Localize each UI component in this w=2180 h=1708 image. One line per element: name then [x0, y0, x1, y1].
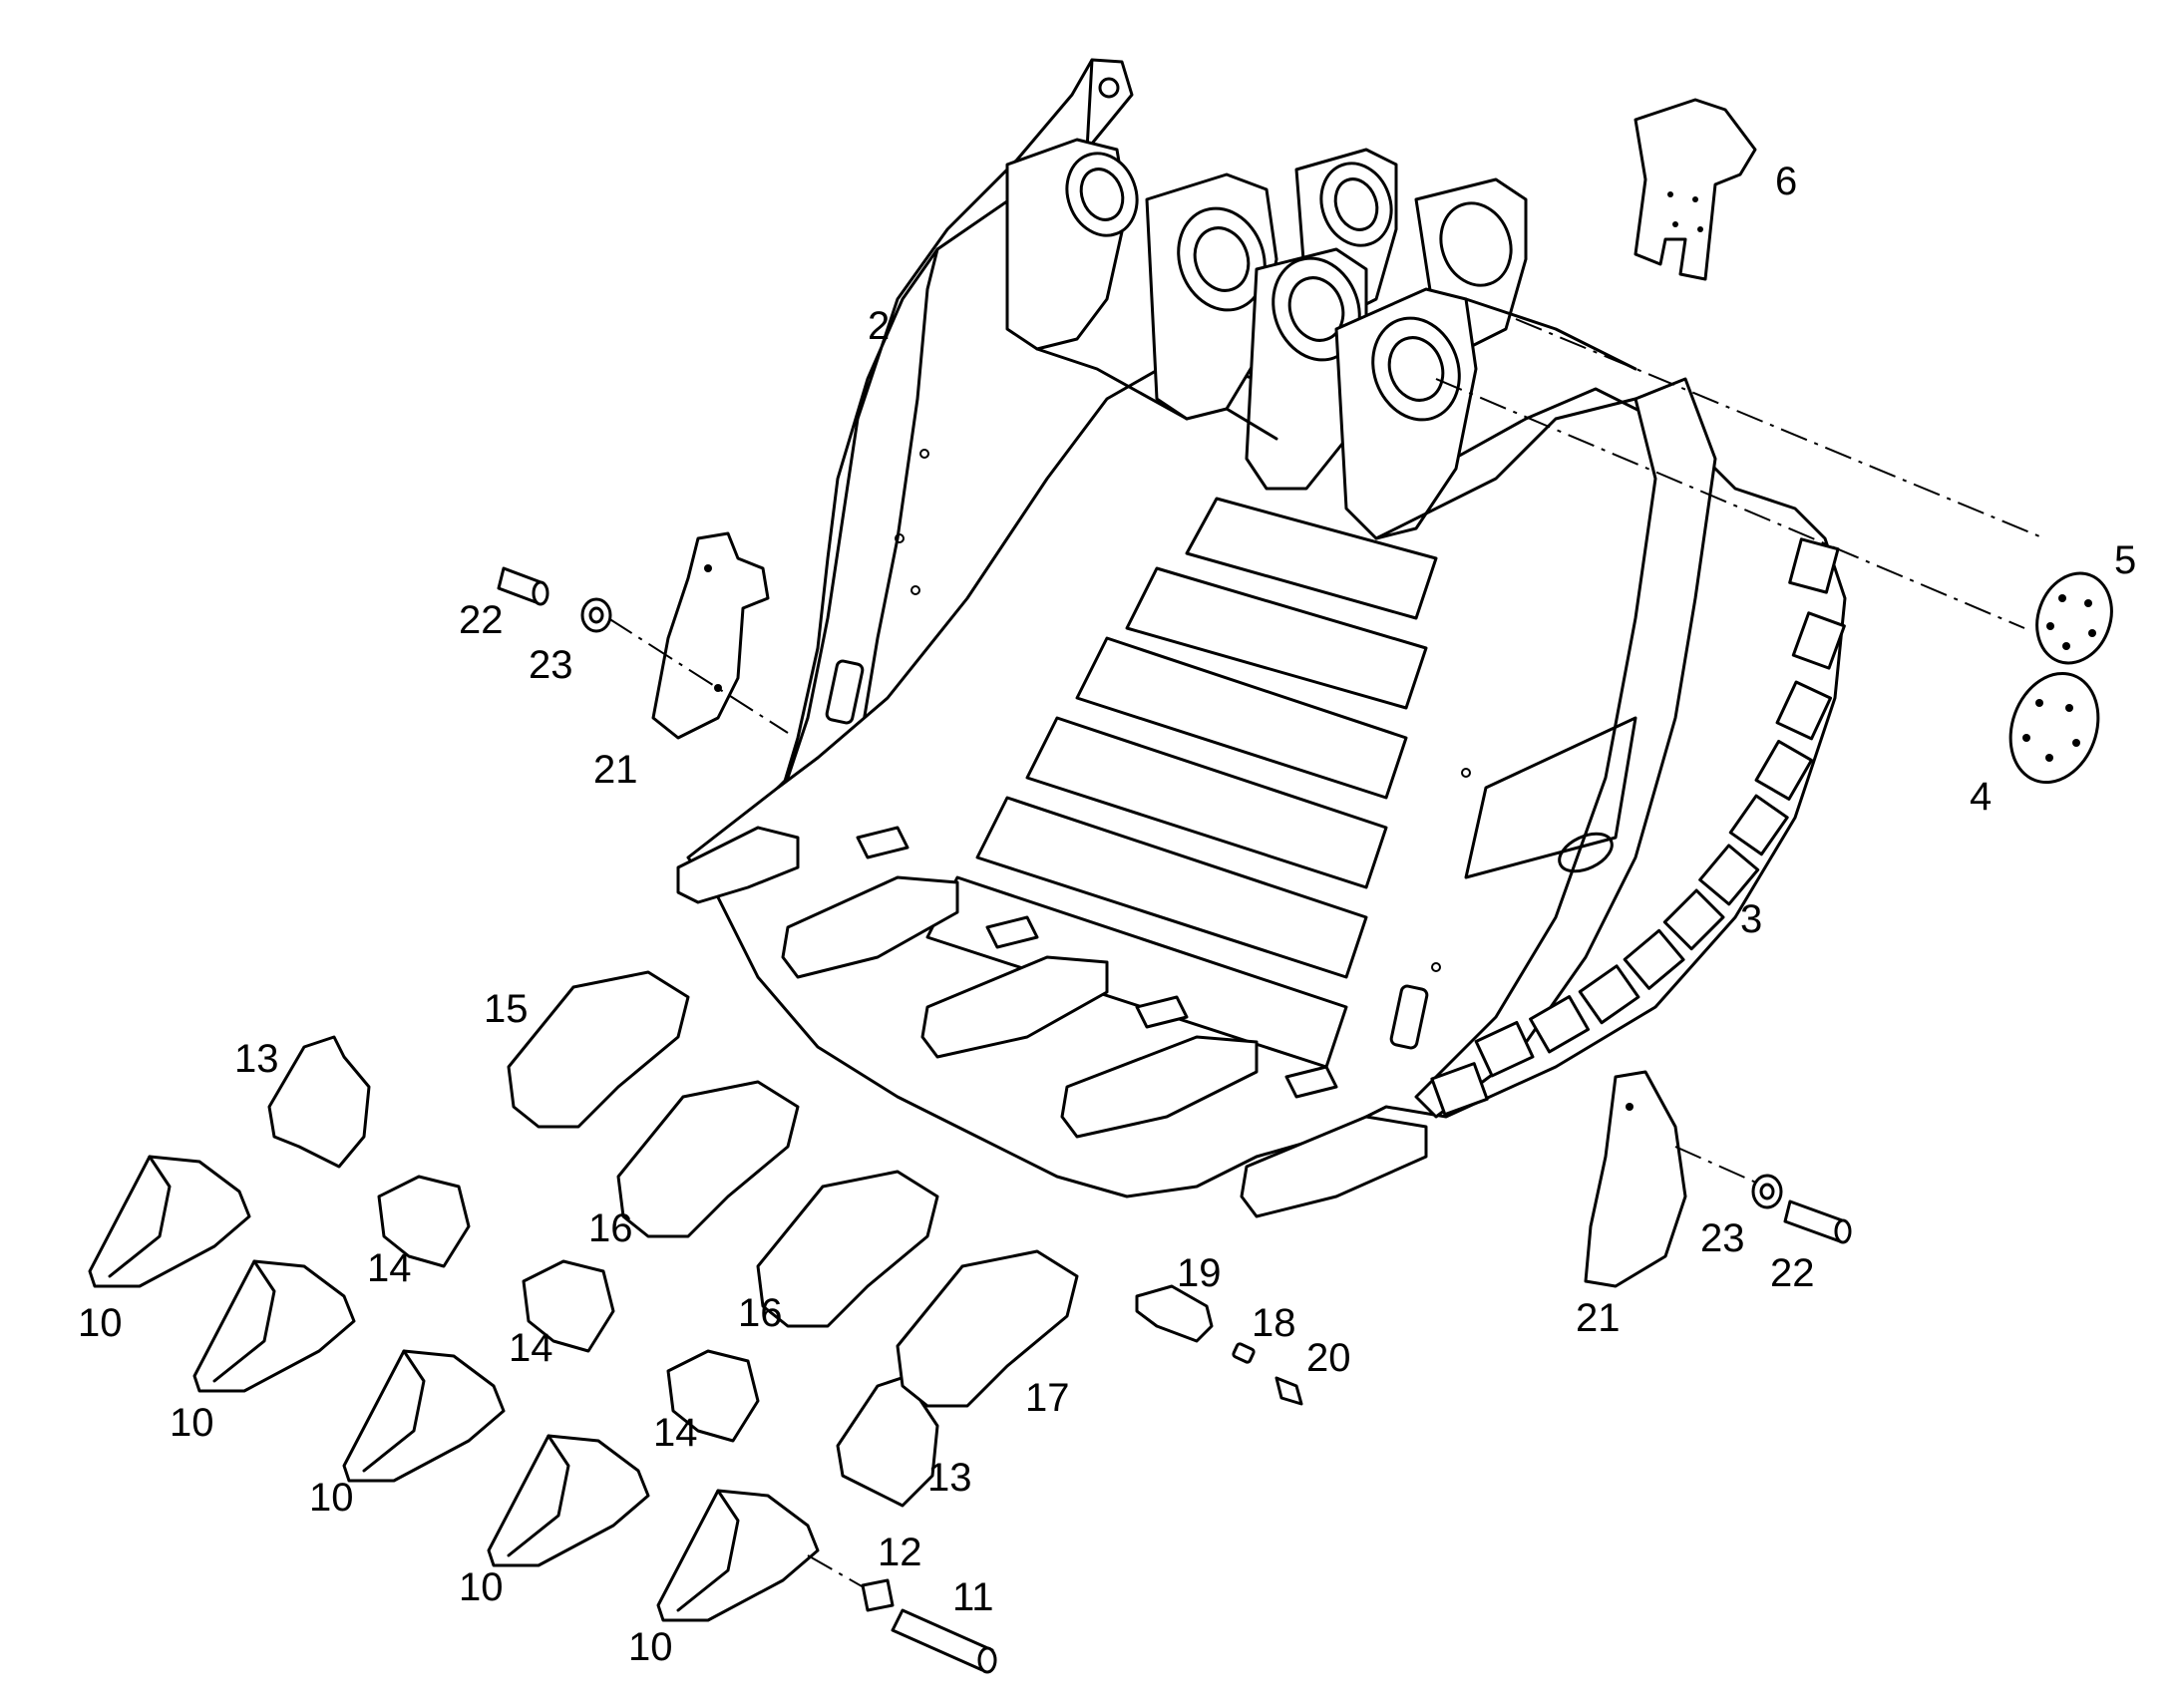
shroud-15 — [507, 970, 690, 1129]
tooth-1 — [88, 1155, 251, 1288]
callout-5: 5 — [2114, 538, 2136, 582]
wing-shroud-13-upper — [267, 1035, 371, 1169]
lock-18 — [1232, 1342, 1256, 1364]
callout-13-lower: 13 — [927, 1456, 972, 1500]
callout-19: 19 — [1177, 1251, 1222, 1295]
teeth-10 — [88, 1155, 820, 1622]
callout-labels: 2 3 4 5 6 10 10 10 10 10 11 12 13 13 14 … — [78, 160, 2136, 1669]
lip-shroud-14-2 — [522, 1259, 615, 1353]
shroud-16-upper — [616, 1080, 800, 1238]
callout-10-4: 10 — [459, 1565, 504, 1609]
callout-16-lower: 16 — [738, 1291, 783, 1335]
pin-22-left — [497, 566, 549, 606]
cover-plate-5 — [2035, 571, 2113, 665]
bucket-assembly — [676, 58, 2045, 1218]
callout-21-right: 21 — [1576, 1296, 1621, 1340]
callout-2: 2 — [868, 304, 890, 348]
shroud-17 — [896, 1249, 1079, 1408]
washer-23-left — [580, 597, 612, 633]
callout-10-3: 10 — [309, 1476, 354, 1520]
callout-20: 20 — [1306, 1336, 1351, 1380]
wing-shroud-13-lower — [836, 1374, 939, 1508]
callout-10-1: 10 — [78, 1301, 123, 1345]
shroud-16-lower — [756, 1170, 939, 1328]
callout-22-right: 22 — [1770, 1251, 1815, 1295]
lock-19 — [1135, 1284, 1214, 1343]
callout-21-left: 21 — [593, 748, 638, 792]
lip-shroud-14-3 — [666, 1349, 760, 1443]
retainer-12 — [861, 1578, 895, 1612]
callout-17: 17 — [1025, 1376, 1070, 1420]
pin-22-right — [1783, 1199, 1852, 1244]
callout-22-left: 22 — [459, 598, 504, 642]
lock-bracket-6 — [1634, 98, 1757, 281]
side-cutter-21-right — [1584, 1070, 1687, 1288]
tooth-4 — [487, 1434, 650, 1567]
side-edge-segments — [1430, 537, 1846, 1117]
lip-shroud-14-1 — [377, 1175, 471, 1268]
hinge-bosses — [1005, 138, 1637, 540]
tooth-3 — [342, 1349, 506, 1483]
callout-11: 11 — [952, 1575, 994, 1619]
callout-23-left: 23 — [529, 643, 573, 687]
pin-11 — [891, 1608, 997, 1674]
tooth-5 — [656, 1489, 820, 1622]
callout-4: 4 — [1970, 775, 1992, 819]
callout-14-3: 14 — [653, 1411, 698, 1455]
cover-plate-4 — [2008, 671, 2100, 785]
callout-6: 6 — [1775, 160, 1797, 203]
callout-16-upper: 16 — [588, 1206, 633, 1250]
callout-12: 12 — [878, 1531, 922, 1574]
bolt-20 — [1274, 1376, 1303, 1406]
callout-3: 3 — [1740, 897, 1762, 941]
callout-15: 15 — [484, 987, 529, 1031]
washer-23-right — [1751, 1174, 1783, 1209]
callout-14-2: 14 — [509, 1326, 553, 1370]
callout-14-1: 14 — [367, 1246, 412, 1290]
side-cutter-21-left — [651, 531, 770, 740]
callout-10-2: 10 — [170, 1401, 214, 1445]
callout-13-upper: 13 — [234, 1037, 279, 1081]
tooth-2 — [192, 1259, 356, 1393]
callout-23-right: 23 — [1700, 1216, 1745, 1260]
lip-adapters — [676, 826, 1428, 1218]
callout-10-5: 10 — [628, 1625, 673, 1669]
callout-18: 18 — [1252, 1301, 1296, 1345]
